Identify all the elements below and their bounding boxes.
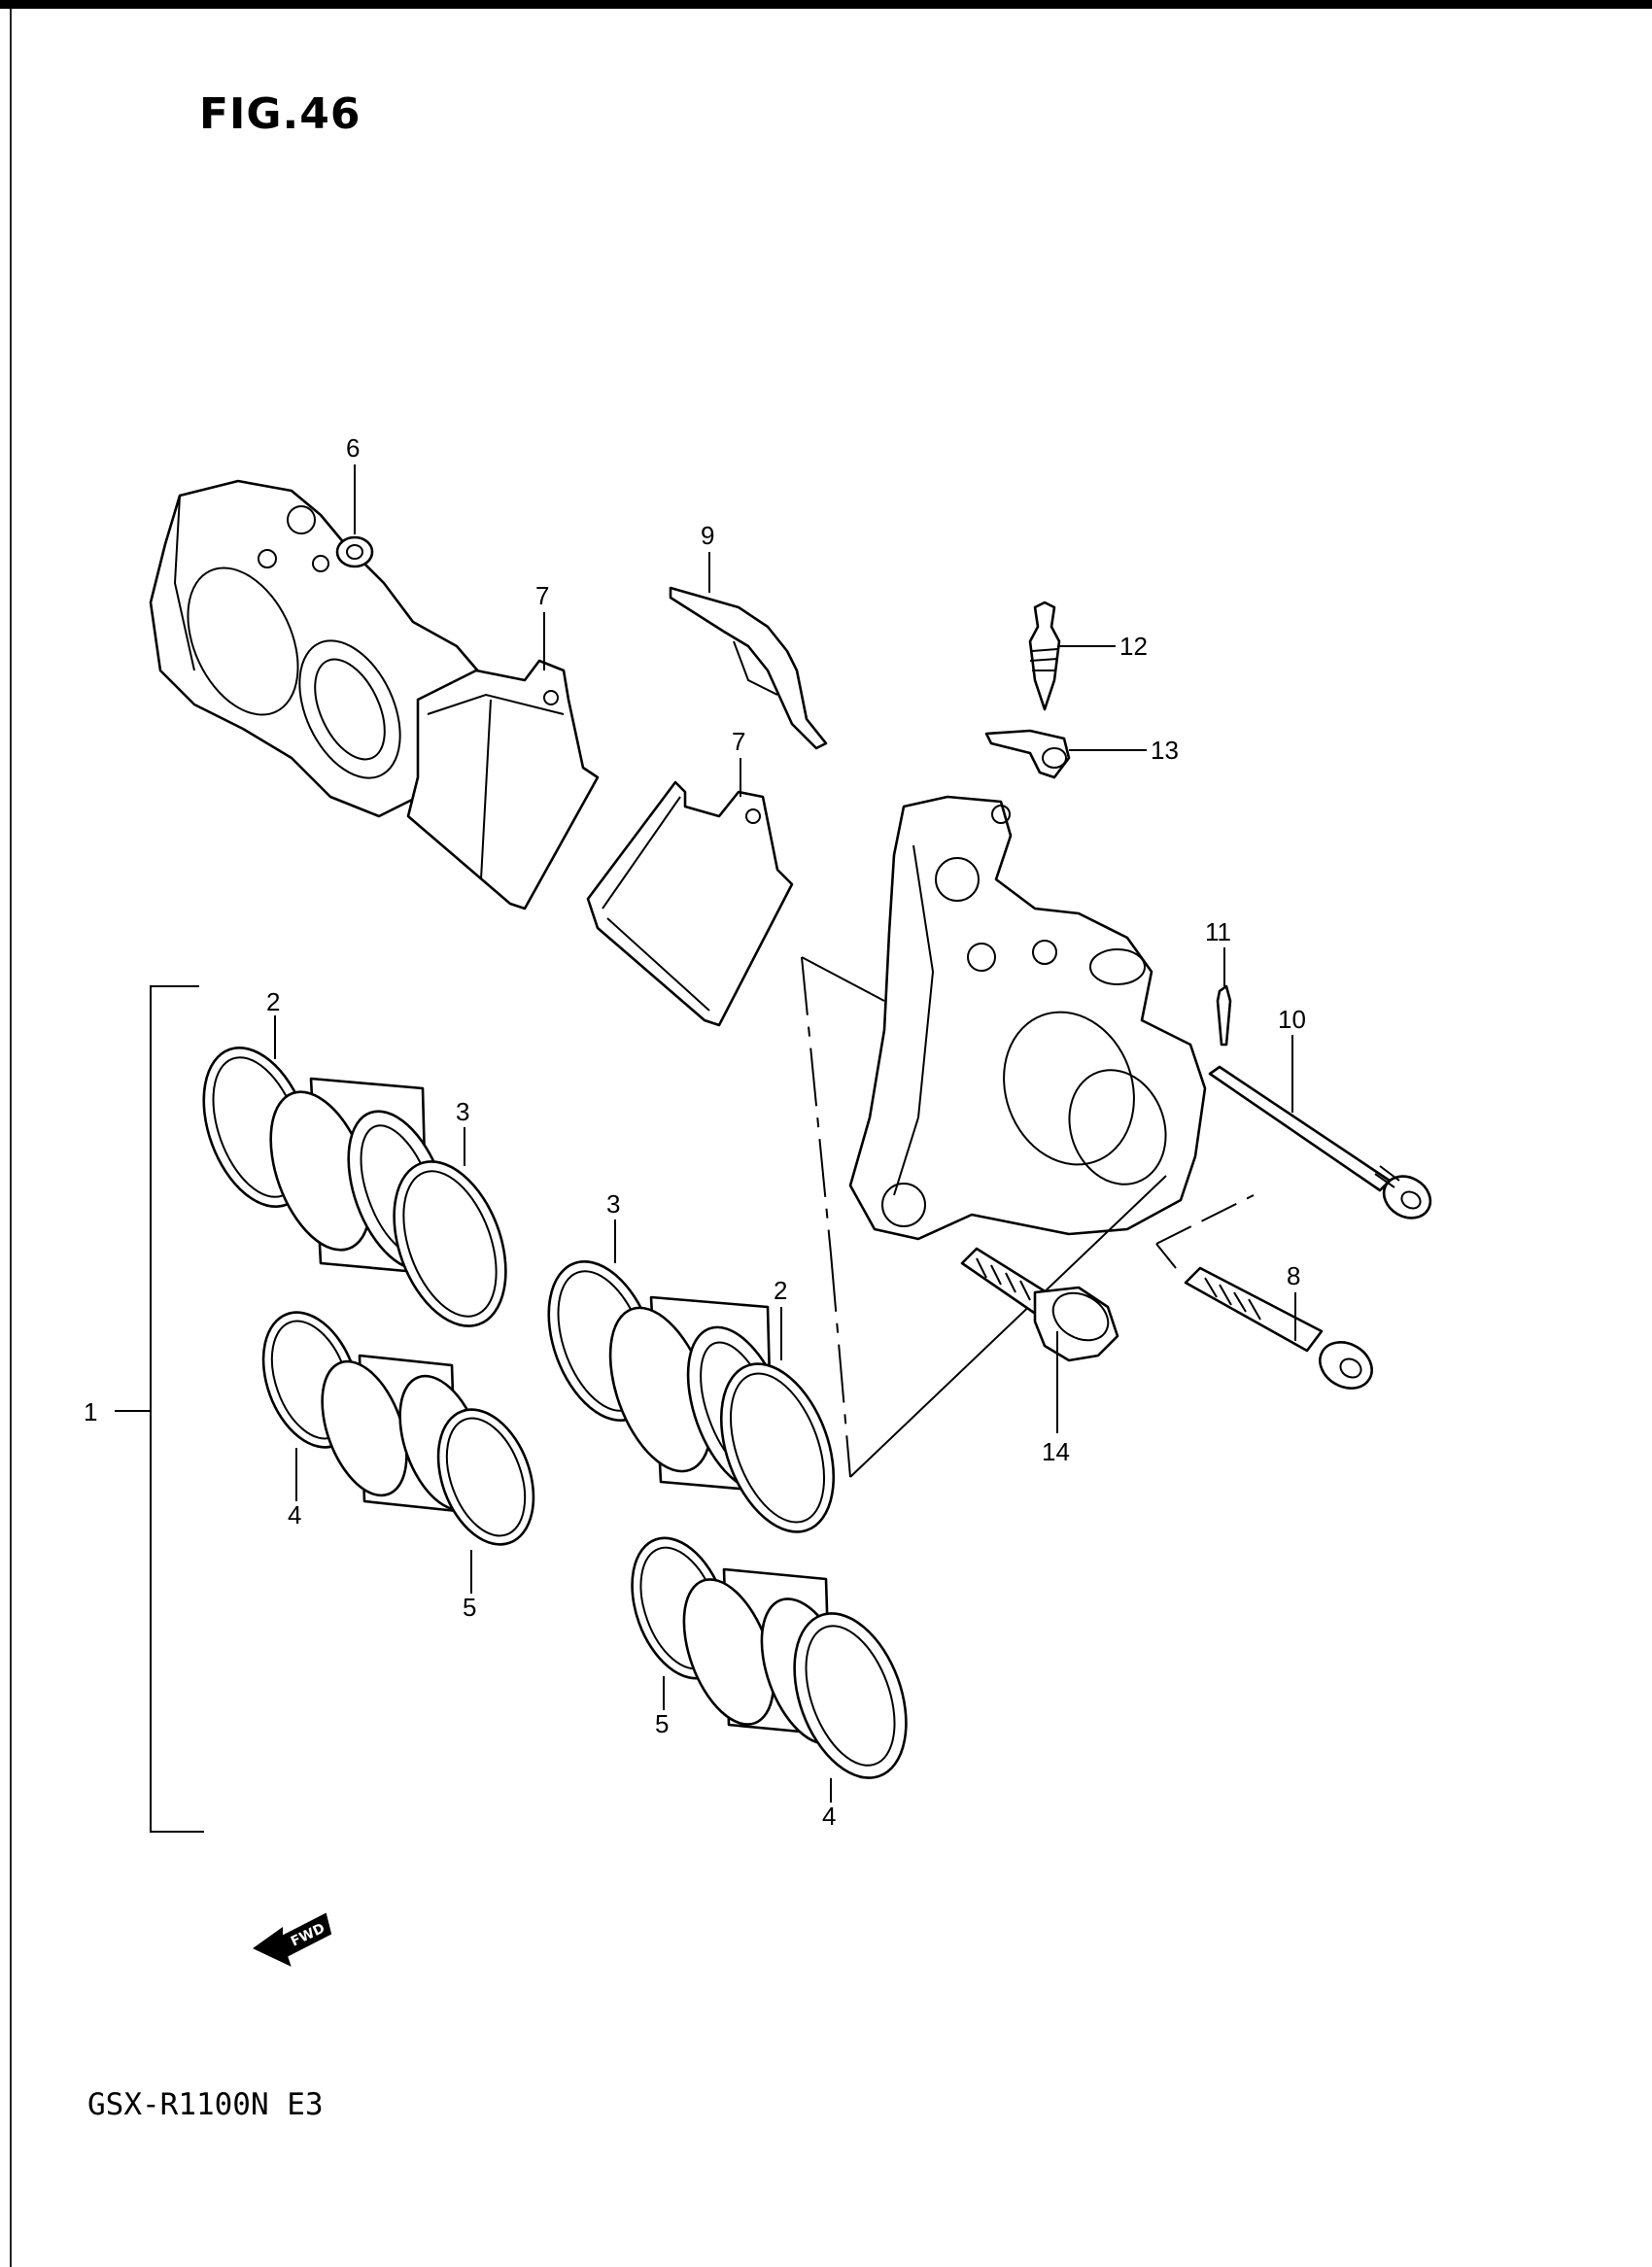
- seal-group-right: [547, 1260, 908, 1779]
- callout-2-left: 2: [266, 987, 280, 1016]
- part-14-mounting-bolt: [960, 1247, 1119, 1362]
- callout-13: 13: [1151, 736, 1179, 765]
- callout-5-right: 5: [655, 1709, 669, 1738]
- part-6-cap: [335, 535, 374, 568]
- part-10-pad-pin: [1208, 1065, 1432, 1219]
- callout-2-right: 2: [774, 1276, 787, 1305]
- callout-5-left: 5: [463, 1593, 476, 1622]
- callout-3-left: 3: [456, 1097, 469, 1126]
- callout-6: 6: [346, 433, 360, 463]
- part-7-brake-pad-upper: [406, 659, 600, 910]
- callout-numbers: 1 2 2 3 3 4 4 5 5 6 7 7 8 9 10 11 12 13 …: [84, 433, 1306, 1831]
- callout-4-left: 4: [288, 1500, 301, 1529]
- leader-lines: [274, 464, 1296, 1803]
- part-8-bolt: [1184, 1266, 1373, 1390]
- callout-14: 14: [1042, 1437, 1070, 1466]
- callout-12: 12: [1119, 632, 1148, 661]
- callout-11: 11: [1205, 917, 1231, 946]
- callout-7-lower: 7: [732, 727, 745, 756]
- left-border: [10, 9, 12, 2267]
- caliper-body-outer: [149, 479, 488, 818]
- top-border: [0, 0, 1652, 9]
- part-1-kit-bracket: [115, 985, 204, 1833]
- callout-10: 10: [1278, 1005, 1306, 1034]
- caliper-bracket-housing: [848, 795, 1207, 1241]
- part-11-clip: [1216, 984, 1232, 1047]
- callout-7-upper: 7: [535, 581, 549, 610]
- callout-3-right: 3: [606, 1189, 620, 1219]
- part-13-bleeder-cap: [984, 729, 1071, 779]
- alignment-lines: [801, 956, 1255, 1478]
- model-code: GSX-R1100N E3: [87, 2087, 324, 2122]
- callout-1: 1: [84, 1397, 97, 1426]
- seal-group-left: [202, 1047, 535, 1546]
- part-9-pad-spring: [669, 586, 828, 750]
- callout-8: 8: [1287, 1261, 1300, 1290]
- part-12-bleeder-valve: [1028, 601, 1061, 711]
- callout-9: 9: [701, 521, 714, 550]
- fwd-arrow-icon: FWD: [253, 1912, 332, 1967]
- callout-4-right: 4: [822, 1802, 836, 1831]
- part-7-brake-pad-lower: [586, 780, 794, 1027]
- figure-title: FIG.46: [199, 89, 361, 139]
